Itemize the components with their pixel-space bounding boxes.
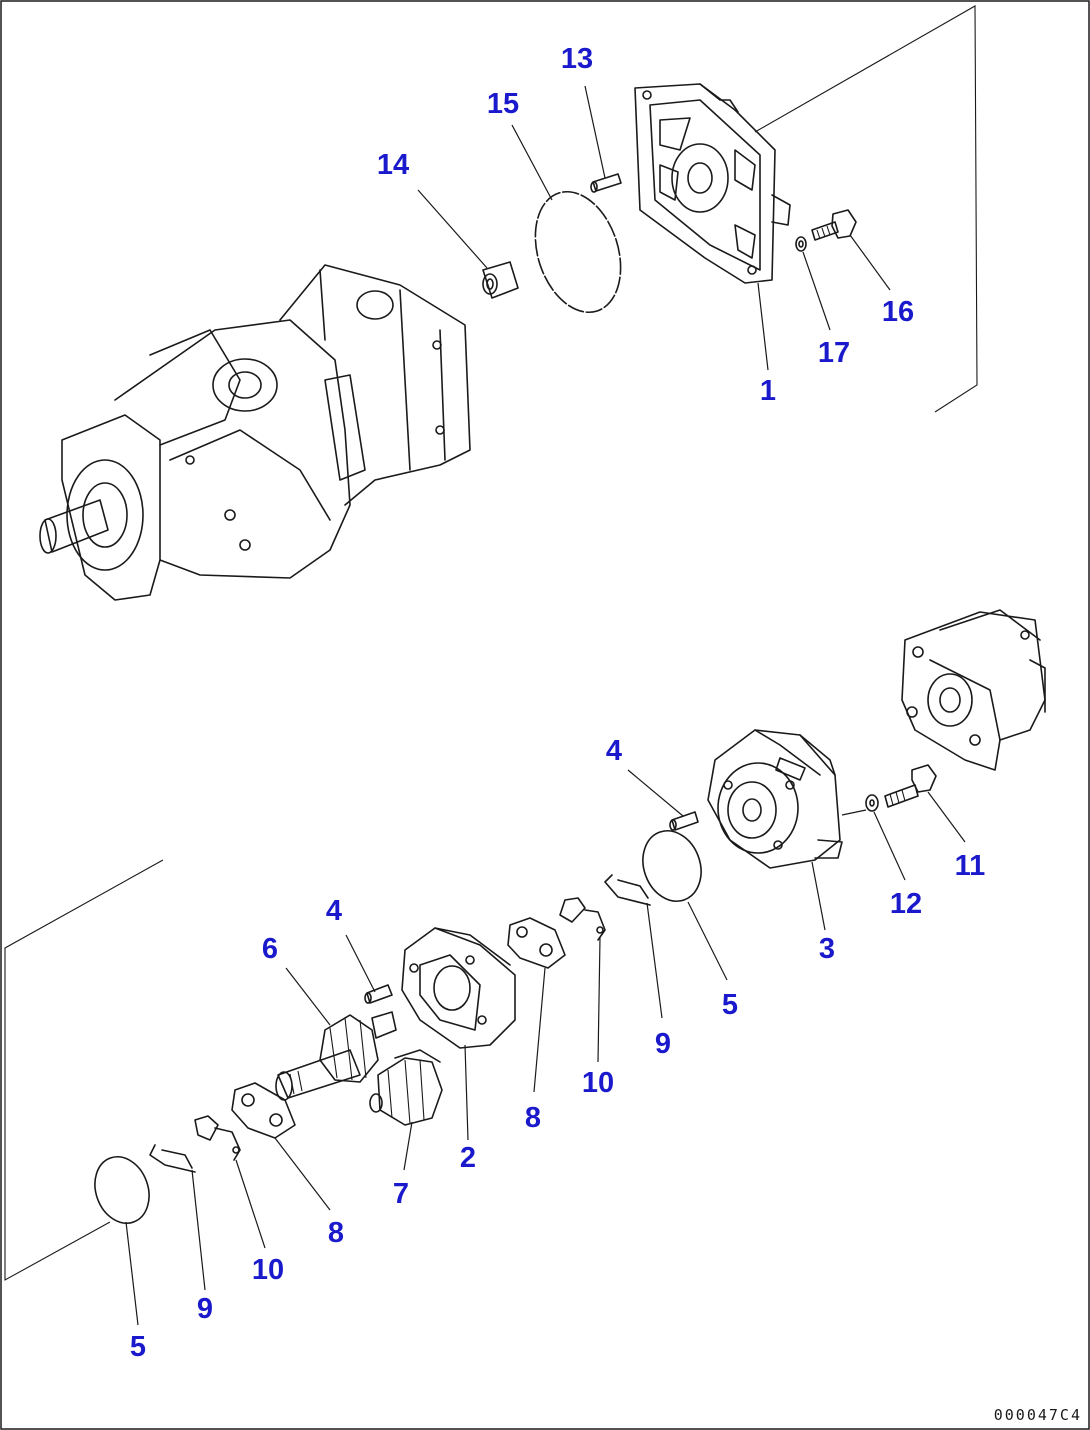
part-13-dowel-pin — [590, 173, 622, 193]
part-12-washer — [865, 794, 879, 812]
callout-10-lower: 10 — [252, 1254, 284, 1286]
drawing-reference-code: 000047C4 — [994, 1406, 1082, 1424]
second-pump-assembly — [901, 609, 1046, 771]
part-9-backup-lower — [149, 1144, 196, 1173]
callout-5-upper: 5 — [722, 989, 738, 1021]
callout-13: 13 — [561, 43, 593, 75]
callout-5-lower: 5 — [130, 1331, 146, 1363]
part-17-washer — [795, 236, 807, 252]
callout-6: 6 — [262, 933, 278, 965]
part-5-seal-upper — [642, 830, 702, 902]
callout-15: 15 — [487, 88, 519, 120]
callout-10-upper: 10 — [582, 1067, 614, 1099]
callout-3: 3 — [819, 933, 835, 965]
part-2-gear-housing — [401, 927, 516, 1049]
callout-8-lower: 8 — [328, 1217, 344, 1249]
callouts: 1 2 3 4 4 5 5 6 7 8 8 9 9 10 10 11 12 13… — [130, 43, 985, 1363]
callout-1: 1 — [760, 375, 776, 407]
part-14-bushing — [482, 261, 519, 299]
part-3-rear-housing — [707, 729, 843, 869]
callout-11: 11 — [955, 850, 986, 882]
callout-8-upper: 8 — [525, 1102, 541, 1134]
main-pump-assembly — [39, 264, 471, 601]
leader-lines — [125, 85, 966, 1326]
callout-12: 12 — [890, 888, 922, 920]
part-4-pin-upper — [669, 811, 699, 831]
callout-9-upper: 9 — [655, 1028, 671, 1060]
part-8-side-plate-upper — [507, 917, 566, 969]
part-10-clip-upper — [559, 897, 606, 941]
callout-2: 2 — [460, 1142, 476, 1174]
part-10-clip-lower — [194, 1115, 241, 1161]
part-6-drive-gear — [275, 1011, 397, 1101]
part-1-cover-plate — [634, 83, 791, 284]
part-5-seal-lower — [94, 1156, 150, 1224]
callout-9-lower: 9 — [197, 1293, 213, 1325]
part-8-side-plate-lower — [231, 1082, 296, 1139]
callout-16: 16 — [882, 296, 914, 328]
part-9-backup-upper — [604, 874, 651, 906]
background-panel-bottom — [4, 859, 164, 1281]
part-16-bolt — [811, 209, 857, 241]
part-15-o-ring — [534, 190, 622, 314]
callout-4-upper: 4 — [606, 735, 622, 767]
callout-17: 17 — [818, 337, 850, 369]
callout-7: 7 — [393, 1178, 409, 1210]
part-7-driven-gear — [369, 1049, 443, 1126]
part-4-pin-lower — [364, 984, 393, 1004]
part-11-bolt — [884, 764, 937, 808]
background-panel-top — [754, 5, 978, 413]
callout-4-lower: 4 — [326, 895, 342, 927]
callout-14: 14 — [377, 149, 409, 181]
